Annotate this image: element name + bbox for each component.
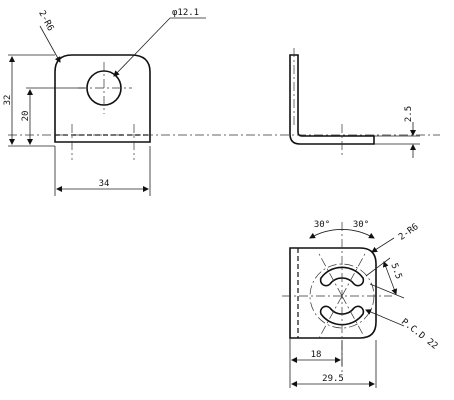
dim-angle-right: 30° [353,220,369,230]
dim-corner-radius-front: 2-R6 [36,9,55,33]
radial-line-2 [341,251,367,297]
angle-dimension-arc [309,229,375,239]
front-view: 32 20 34 2-R6 φ12.1 [3,8,440,196]
bottom-radius-leader [371,237,395,253]
bottom-view: 30° 30° 2-R6 5.5 P.C.D 22 18 29.5 [282,220,439,388]
bottom-view-outline [289,247,377,339]
side-view-outline [289,54,375,145]
hole-diameter-leader [113,17,171,77]
dim-slot-offset: 18 [311,350,322,360]
dim-corner-radius-bottom: 2-R6 [397,222,421,243]
dim-hole-center-height: 20 [21,111,31,122]
dim-overall-height: 32 [3,95,13,106]
dim-pitch-circle: P.C.D 22 [399,317,439,352]
arc-slot-top [319,266,365,287]
radial-line-4 [341,295,367,341]
corner-radius-leader [39,25,61,63]
radial-line-3 [317,295,343,341]
front-view-outline [54,54,151,143]
dim-width: 34 [99,179,110,189]
dim-slot-width: 5.5 [388,262,403,281]
pcd-leader [365,309,405,327]
slot-width-ext-1 [365,257,391,277]
slot-width-line [382,261,398,295]
dim-overall-length: 29.5 [322,374,344,384]
dim-hole-diameter: φ12.1 [172,8,199,18]
radial-line-1 [317,251,343,297]
dim-angle-left: 30° [314,220,330,230]
side-view: 2.5 [289,48,420,158]
dim-thickness: 2.5 [404,106,414,122]
arc-slot-bottom [319,305,365,326]
